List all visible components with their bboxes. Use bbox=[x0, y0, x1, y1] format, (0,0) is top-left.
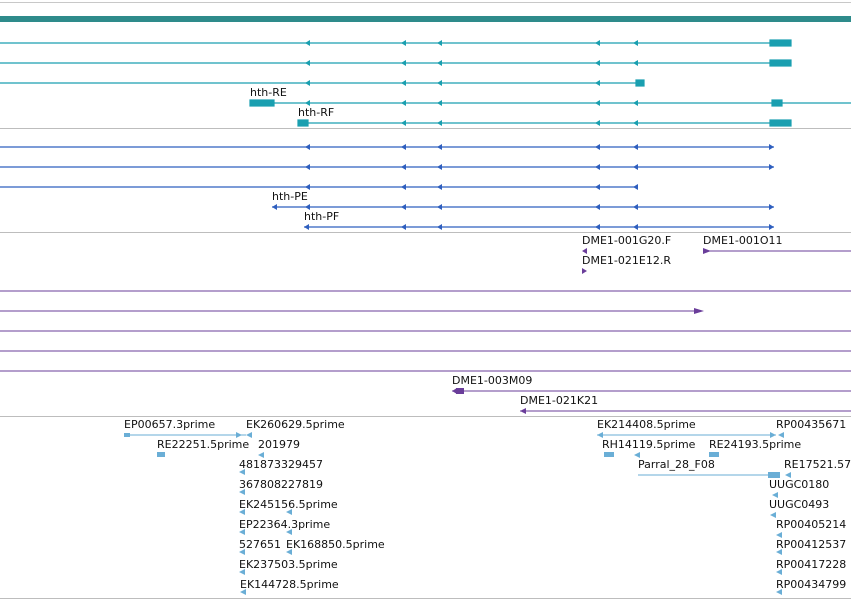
protein-label[interactable]: hth-PF bbox=[304, 210, 340, 223]
est-label[interactable]: 527651 bbox=[239, 538, 281, 551]
protein-graphics[interactable] bbox=[0, 0, 851, 232]
est-label[interactable]: 367808227819 bbox=[239, 478, 323, 491]
est-label[interactable]: RP00412537 bbox=[776, 538, 847, 551]
protein-label[interactable]: hth-PE bbox=[272, 190, 308, 203]
est-label[interactable]: 481873329457 bbox=[239, 458, 323, 471]
est-label[interactable]: EK144728.5prime bbox=[240, 578, 339, 591]
est-label[interactable]: RP00405214 bbox=[776, 518, 847, 531]
est-label[interactable]: EK168850.5prime bbox=[286, 538, 385, 551]
clone-label[interactable]: DME1-021E12.R bbox=[582, 254, 671, 267]
est-label[interactable]: EP22364.3prime bbox=[239, 518, 331, 531]
est-label[interactable]: RP00417228 bbox=[776, 558, 847, 571]
transcript-label[interactable]: hth-RE bbox=[250, 86, 287, 99]
track-divider bbox=[0, 128, 851, 129]
est-label[interactable]: EK214408.5prime bbox=[597, 418, 696, 431]
est-label[interactable]: EP00657.3prime bbox=[124, 418, 216, 431]
est-label[interactable]: EK237503.5prime bbox=[239, 558, 338, 571]
est-label[interactable]: RE17521.57 bbox=[784, 458, 851, 471]
est-label[interactable]: RP00434799 bbox=[776, 578, 847, 591]
est-label[interactable]: RH14119.5prime bbox=[602, 438, 696, 451]
clone-label[interactable]: DME1-021K21 bbox=[520, 394, 599, 407]
est-label[interactable]: EK245156.5prime bbox=[239, 498, 338, 511]
clone-label[interactable]: DME1-001O11 bbox=[703, 234, 783, 247]
track-divider bbox=[0, 416, 851, 417]
clone-label[interactable]: DME1-001G20.F bbox=[582, 234, 672, 247]
track-top-border bbox=[0, 2, 851, 3]
est-label[interactable]: Parral_28_F08 bbox=[638, 458, 715, 471]
est-label[interactable]: UUGC0493 bbox=[769, 498, 830, 511]
track-divider bbox=[0, 598, 851, 599]
est-label[interactable]: RE22251.5prime bbox=[157, 438, 250, 451]
est-label[interactable]: EK260629.5prime bbox=[246, 418, 345, 431]
gene-span-bar[interactable] bbox=[0, 16, 851, 22]
track-divider bbox=[0, 232, 851, 233]
est-label[interactable]: UUGC0180 bbox=[769, 478, 830, 491]
clone-graphics[interactable] bbox=[0, 0, 851, 420]
est-label[interactable]: RP00435671 bbox=[776, 418, 847, 431]
est-label[interactable]: RE24193.5prime bbox=[709, 438, 802, 451]
transcript-graphics[interactable] bbox=[0, 0, 851, 130]
est-label[interactable]: 201979 bbox=[258, 438, 300, 451]
clone-label[interactable]: DME1-003M09 bbox=[452, 374, 533, 387]
transcript-label[interactable]: hth-RF bbox=[298, 106, 335, 119]
